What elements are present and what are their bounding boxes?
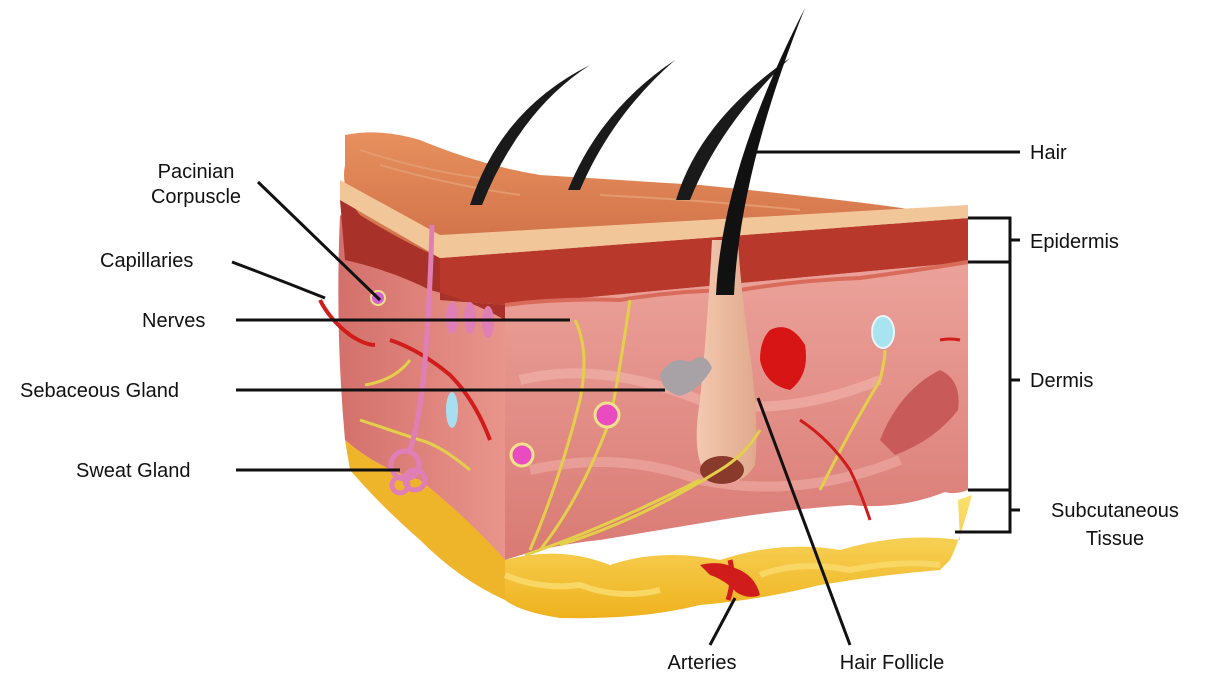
label-subcutaneous-line1: Subcutaneous [1051, 500, 1179, 522]
label-pacinian-line1: Pacinian [158, 161, 235, 183]
label-epidermis: Epidermis [1030, 231, 1119, 253]
label-hair: Hair [1030, 142, 1067, 164]
dermis-bracket [968, 262, 1010, 490]
label-arteries: Arteries [668, 652, 737, 674]
label-pacinian-line2: Corpuscle [151, 186, 241, 208]
label-sebaceous-gland: Sebaceous Gland [20, 380, 179, 402]
label-capillaries: Capillaries [100, 250, 193, 272]
label-dermis: Dermis [1030, 370, 1093, 392]
capillaries-leader-line [232, 262, 325, 298]
label-sweat-gland: Sweat Gland [76, 460, 191, 482]
epidermis-bracket [968, 218, 1010, 262]
label-hair-follicle: Hair Follicle [840, 652, 944, 674]
arteries-leader-line [710, 598, 735, 645]
label-nerves: Nerves [142, 310, 205, 332]
label-subcutaneous-line2: Tissue [1086, 528, 1144, 550]
